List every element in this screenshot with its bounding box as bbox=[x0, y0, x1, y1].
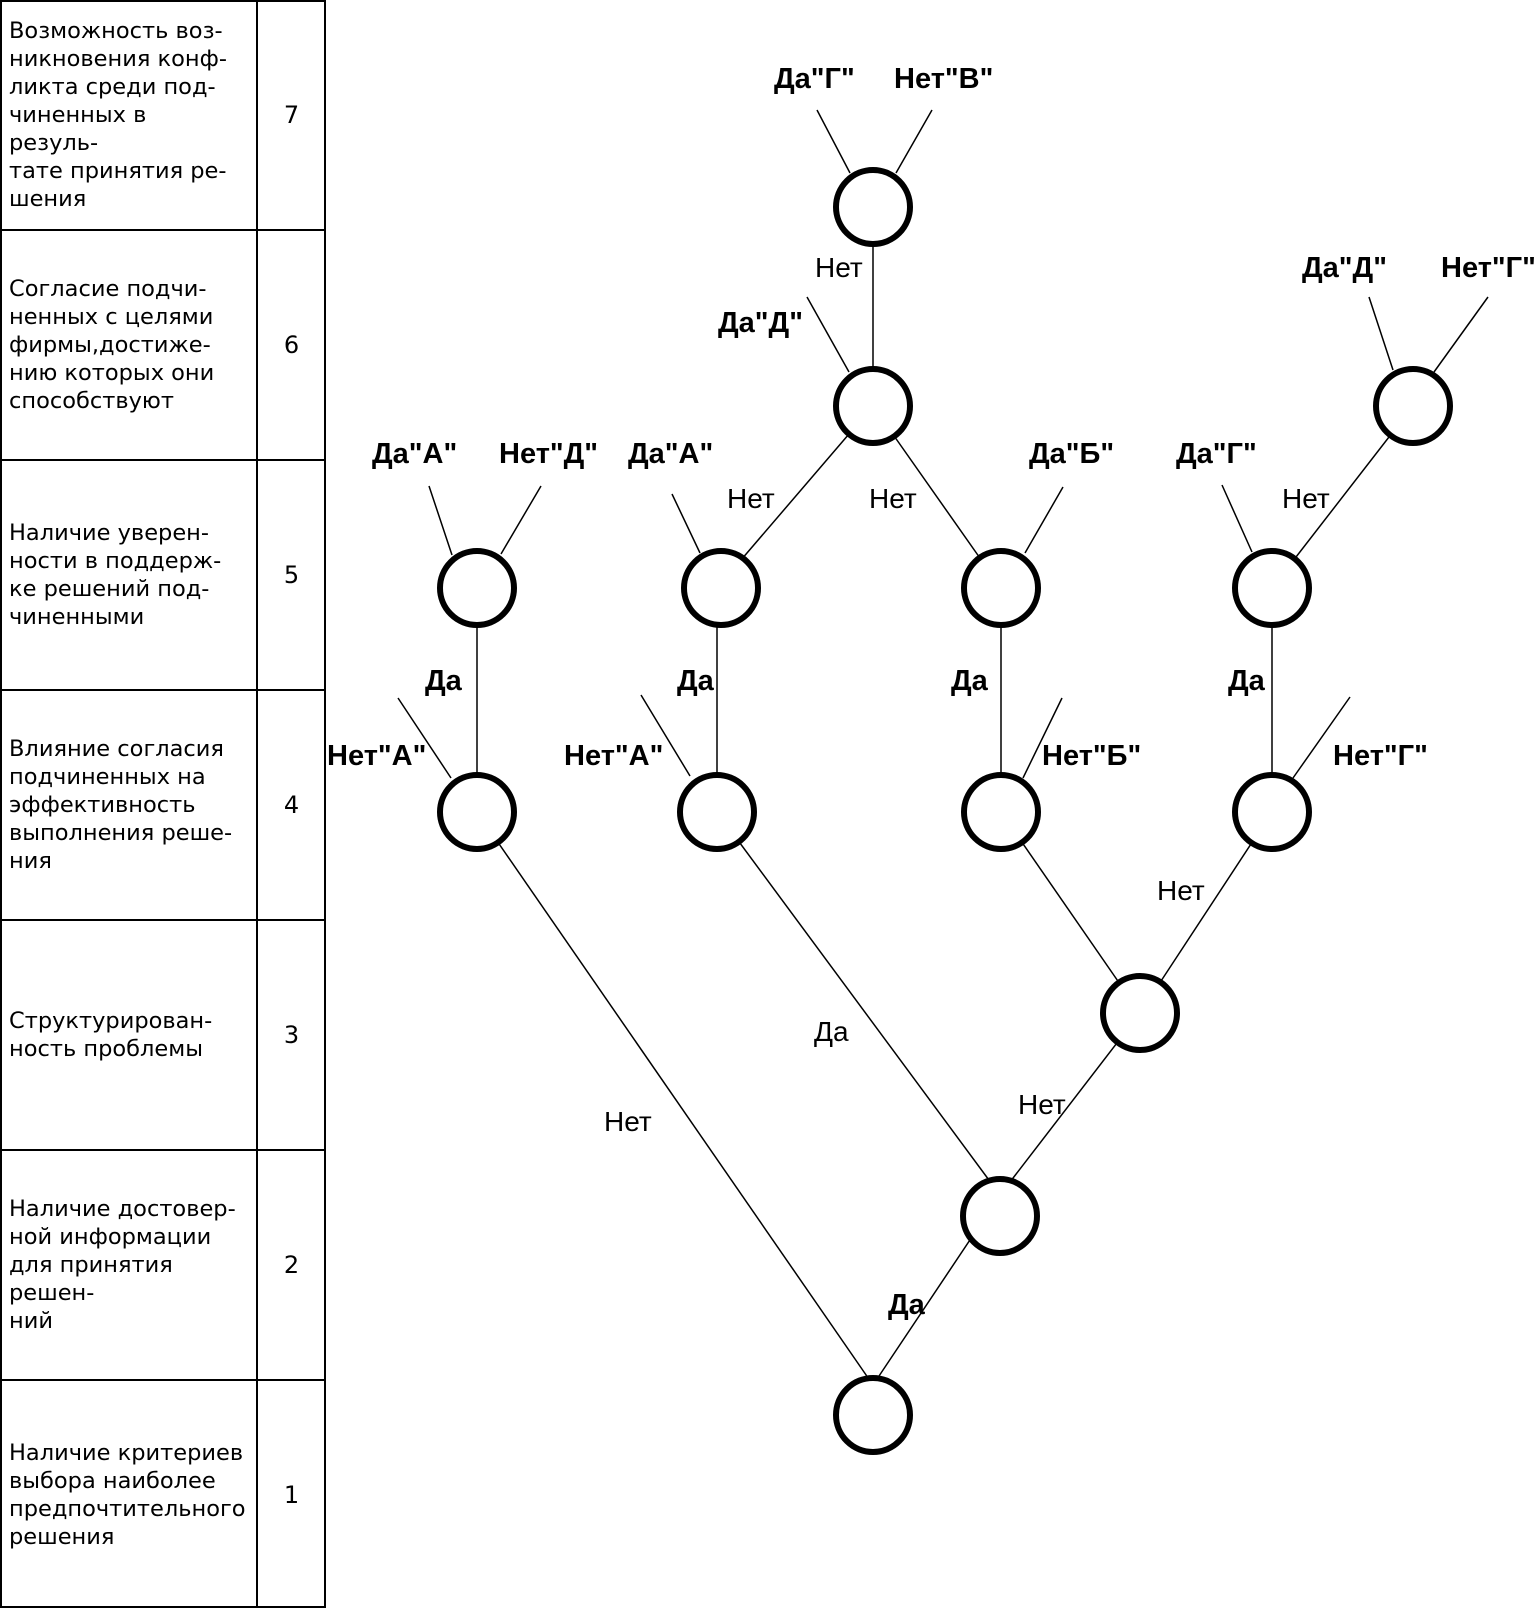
node-level-6-b bbox=[1373, 366, 1453, 446]
tree-edges bbox=[397, 109, 1489, 1386]
label-n6right-yes: Да"Д" bbox=[1302, 252, 1387, 284]
tree-labels: Да"Г" Нет"В" Нет Да"Д" Да"Д" Нет"Г" Да"А… bbox=[327, 63, 1536, 1321]
label-d4-yes: Да bbox=[1228, 665, 1266, 697]
criteria-row-7: Возможность воз- никновения конф- ликта … bbox=[0, 0, 326, 230]
label-n6top-no: Нет bbox=[815, 252, 863, 283]
node-level-5-c bbox=[961, 548, 1041, 628]
criteria-number: 5 bbox=[283, 561, 300, 589]
label-d5-yes: Да"Г" bbox=[1176, 438, 1257, 470]
label-n2-no: Нет bbox=[1018, 1089, 1066, 1120]
criteria-number: 1 bbox=[283, 1481, 300, 1509]
node-level-1 bbox=[833, 1375, 913, 1455]
criteria-number: 7 bbox=[283, 101, 300, 129]
label-c4-no: Нет"Б" bbox=[1042, 740, 1141, 772]
criteria-row-6: Согласие подчи- ненных с целями фирмы,до… bbox=[0, 230, 326, 460]
label-n3-no: Нет bbox=[1157, 875, 1205, 906]
node-level-2 bbox=[960, 1176, 1040, 1256]
criteria-table: Возможность воз- никновения конф- ликта … bbox=[0, 0, 326, 1608]
label-n6right-no: Нет"Г" bbox=[1441, 252, 1536, 284]
criteria-number: 6 bbox=[283, 331, 300, 359]
node-level-5-d bbox=[1232, 548, 1312, 628]
label-b4-no: Нет"А" bbox=[564, 740, 663, 772]
criteria-text: Наличие критериев выбора наиболее предпо… bbox=[9, 1440, 246, 1550]
table-grid bbox=[0, 0, 326, 1608]
criteria-text: Согласие подчи- ненных с целями фирмы,до… bbox=[9, 276, 215, 414]
label-n1-no: Нет bbox=[604, 1106, 652, 1137]
criteria-text: Возможность воз- никновения конф- ликта … bbox=[9, 18, 227, 212]
label-d5-no: Нет bbox=[1282, 483, 1330, 514]
criteria-number: 3 bbox=[283, 1021, 300, 1049]
label-n1-yes: Да bbox=[888, 1289, 926, 1321]
criteria-row-4: Влияние согласия подчиненных на эффектив… bbox=[0, 690, 326, 920]
node-level-7 bbox=[833, 167, 913, 247]
node-level-3 bbox=[1100, 973, 1180, 1053]
node-level-4-c bbox=[961, 772, 1041, 852]
label-a4-no: Нет"А" bbox=[327, 740, 426, 772]
label-a4-yes: Да bbox=[425, 665, 463, 697]
label-n7-no: Нет"В" bbox=[894, 63, 993, 95]
label-d4-no: Нет"Г" bbox=[1333, 740, 1428, 772]
label-c4-yes: Да bbox=[951, 665, 989, 697]
criteria-row-1: Наличие критериев выбора наиболее предпо… bbox=[0, 1380, 326, 1610]
label-b5-no: Нет bbox=[727, 483, 775, 514]
criteria-text: Наличие уверен- ности в поддерж- ке реше… bbox=[9, 520, 222, 630]
label-c5-no: Нет bbox=[869, 483, 917, 514]
criteria-row-5: Наличие уверен- ности в поддерж- ке реше… bbox=[0, 460, 326, 690]
criteria-row-3: Структурирован- ность проблемы 3 bbox=[0, 920, 326, 1150]
label-b5-yes: Да"А" bbox=[628, 438, 713, 470]
criteria-number: 2 bbox=[283, 1251, 300, 1279]
label-a5-no: Нет"Д" bbox=[499, 438, 598, 470]
tree-nodes bbox=[437, 167, 1453, 1455]
criteria-text: Влияние согласия подчиненных на эффектив… bbox=[9, 736, 233, 874]
node-level-4-d bbox=[1232, 772, 1312, 852]
node-level-4-a bbox=[437, 772, 517, 852]
node-level-5-a bbox=[437, 548, 517, 628]
label-n2-yes: Да bbox=[814, 1016, 849, 1047]
label-n7-yes: Да"Г" bbox=[774, 63, 855, 95]
node-level-4-b bbox=[677, 772, 757, 852]
label-b4-yes: Да bbox=[677, 665, 715, 697]
node-level-5-b bbox=[681, 548, 761, 628]
criteria-number: 4 bbox=[283, 791, 300, 819]
label-n6top-yes: Да"Д" bbox=[718, 307, 803, 339]
label-c5-yes: Да"Б" bbox=[1029, 438, 1114, 470]
label-a5-yes: Да"А" bbox=[372, 438, 457, 470]
node-level-6-a bbox=[833, 366, 913, 446]
criteria-text: Структурирован- ность проблемы bbox=[9, 1008, 213, 1062]
criteria-row-2: Наличие достовер- ной информации для при… bbox=[0, 1150, 326, 1380]
criteria-text: Наличие достовер- ной информации для при… bbox=[9, 1196, 236, 1334]
